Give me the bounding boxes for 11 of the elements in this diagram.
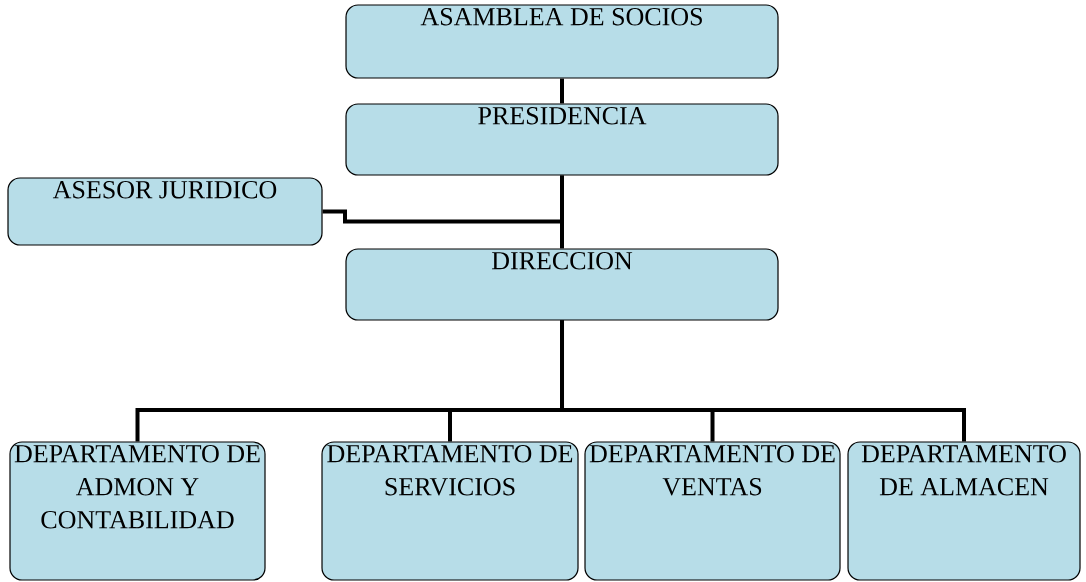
org-box: DEPARTAMENTO DE ALMACEN xyxy=(847,441,1081,581)
org-box: DIRECCION xyxy=(345,248,779,321)
org-box: DEPARTAMENTO DE ADMON Y CONTABILIDAD xyxy=(9,441,266,581)
org-box: ASESOR JURIDICO xyxy=(7,177,323,246)
connector-line xyxy=(560,175,564,249)
org-box: PRESIDENCIA xyxy=(345,103,779,176)
org-box: DEPARTAMENTO DE VENTAS xyxy=(584,441,841,581)
connector-line xyxy=(560,78,564,104)
org-box: ASAMBLEA DE SOCIOS xyxy=(345,4,779,79)
connector-line xyxy=(560,320,966,442)
org-box: DEPARTAMENTO DE SERVICIOS xyxy=(321,441,579,581)
